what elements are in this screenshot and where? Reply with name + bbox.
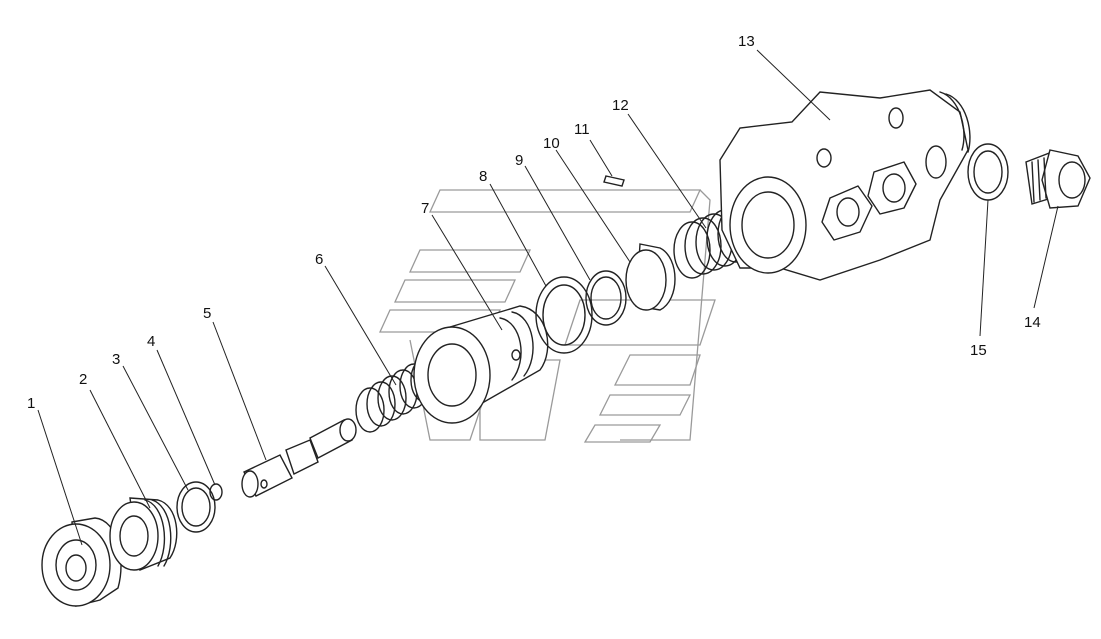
callout-10: 10 (543, 135, 560, 152)
callout-15: 15 (970, 342, 987, 359)
callout-8: 8 (479, 168, 487, 185)
callout-4: 4 (147, 333, 155, 350)
part-7-piston (413, 305, 549, 424)
callout-6: 6 (315, 251, 323, 268)
part-2-bushing (109, 497, 178, 571)
part-10-sleeve (625, 243, 676, 311)
part-1-cap (41, 517, 122, 607)
callout-14: 14 (1024, 314, 1041, 331)
callout-11: 11 (574, 121, 590, 138)
callout-3: 3 (112, 351, 120, 368)
callouts: 1 2 3 4 5 6 7 8 9 10 11 12 13 14 15 (27, 33, 1041, 412)
callout-1: 1 (27, 395, 35, 412)
part-5-spool (241, 418, 357, 498)
leader-lines (37, 49, 1059, 546)
callout-13: 13 (738, 33, 755, 50)
part-11-pin (603, 175, 625, 187)
callout-9: 9 (515, 152, 523, 169)
callout-12: 12 (612, 97, 629, 114)
callout-7: 7 (421, 200, 429, 217)
part-15-washer (967, 143, 1009, 201)
part-13-housing (719, 89, 971, 281)
part-3-o-ring (176, 481, 216, 533)
part-14-plug (1025, 149, 1091, 209)
part-4-ring (209, 483, 223, 501)
part-9-ring (585, 270, 627, 326)
callout-2: 2 (79, 371, 87, 388)
callout-5: 5 (203, 305, 211, 322)
part-8-o-ring (535, 276, 593, 354)
